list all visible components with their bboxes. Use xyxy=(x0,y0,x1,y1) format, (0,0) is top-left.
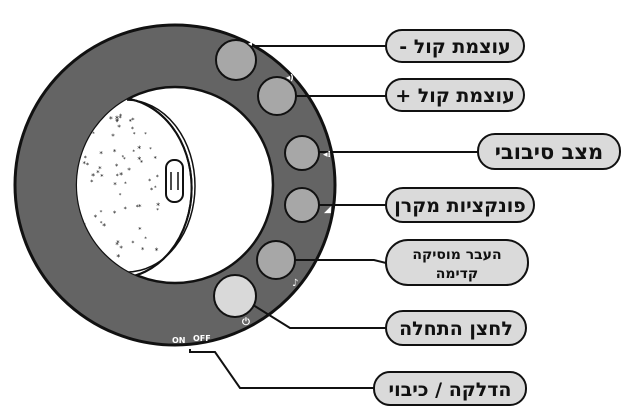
star-dot: * xyxy=(116,253,120,262)
projector-icon: ◢ xyxy=(324,205,331,215)
label-rotation-mode: מצב סיבובי xyxy=(478,134,620,169)
star-dot: * xyxy=(94,213,98,222)
star-dot: * xyxy=(109,115,113,124)
star-dot: * xyxy=(119,115,122,122)
star-dot: * xyxy=(117,122,121,131)
star-dot: * xyxy=(137,155,141,164)
star-dot: * xyxy=(100,210,103,216)
star-dot: * xyxy=(111,133,115,141)
star-dot: * xyxy=(119,193,122,199)
star-dot: * xyxy=(137,144,141,153)
star-dot: * xyxy=(90,179,93,186)
star-dot: * xyxy=(132,241,135,247)
star-dot: * xyxy=(124,182,127,188)
star-dot: * xyxy=(136,205,139,211)
star-dot: * xyxy=(99,149,103,158)
rotation-mode-button[interactable] xyxy=(285,136,319,170)
label-projector-functions-text: פונקציות מקרן xyxy=(394,195,525,217)
star-dot: * xyxy=(115,240,119,249)
star-dot: * xyxy=(155,247,159,256)
label-power-toggle: הדלקה / כיבוי xyxy=(374,372,526,405)
star-dot: * xyxy=(156,208,159,214)
music-note-icon: ♪ xyxy=(292,278,298,289)
rotation-icon: ◂⁞ xyxy=(323,150,331,160)
star-dot: * xyxy=(144,132,147,138)
star-dot: * xyxy=(133,132,136,138)
star-dot: * xyxy=(144,237,147,243)
volume-up-icon: ◂) xyxy=(286,73,294,82)
star-dot: * xyxy=(86,161,89,169)
star-dot: * xyxy=(98,164,102,173)
star-dot: * xyxy=(148,179,151,185)
star-dot: * xyxy=(132,150,135,156)
next-music-button[interactable] xyxy=(257,241,295,279)
star-dot: * xyxy=(124,206,127,213)
label-next-music-line1: העבר מוסיקה xyxy=(412,247,501,263)
label-volume-up: עוצמת קול + xyxy=(386,79,524,111)
rotation-knob[interactable] xyxy=(166,160,183,202)
star-dot: * xyxy=(113,210,117,218)
star-dot: * xyxy=(113,147,117,156)
volume-down-icon: ◂ xyxy=(248,39,252,48)
label-next-music: העבר מוסיקה קדימה xyxy=(386,240,528,285)
label-volume-up-text: עוצמת קול + xyxy=(395,85,514,107)
star-dot: * xyxy=(129,118,132,125)
label-volume-down-text: עוצמת קול - xyxy=(399,36,510,58)
label-volume-down: עוצמת קול - xyxy=(386,30,524,62)
projector-functions-button[interactable] xyxy=(285,188,319,222)
star-dot: * xyxy=(119,245,123,253)
star-dot: * xyxy=(127,165,131,174)
label-start-button-text: לחצן התחלה xyxy=(399,318,513,340)
label-next-music-line2: קדימה xyxy=(436,266,478,282)
switch-on-label: ON xyxy=(172,336,186,345)
switch-off-label: OFF xyxy=(193,334,211,343)
volume-up-button[interactable] xyxy=(258,77,296,115)
star-dot: * xyxy=(113,180,117,189)
star-dot: * xyxy=(122,155,125,161)
label-start-button: לחצן התחלה xyxy=(386,311,526,345)
star-dot: * xyxy=(156,175,159,181)
start-button[interactable] xyxy=(214,275,256,317)
label-projector-functions: פונקציות מקרן xyxy=(386,188,534,222)
star-dot: * xyxy=(119,171,123,180)
star-dot: * xyxy=(150,187,153,194)
power-icon: ⏻ xyxy=(242,316,250,328)
star-dot: * xyxy=(102,222,106,231)
star-dot: * xyxy=(154,155,157,162)
label-power-toggle-text: הדלקה / כיבוי xyxy=(389,379,512,401)
label-rotation-mode-text: מצב סיבובי xyxy=(495,140,604,164)
star-dot: * xyxy=(115,115,119,124)
